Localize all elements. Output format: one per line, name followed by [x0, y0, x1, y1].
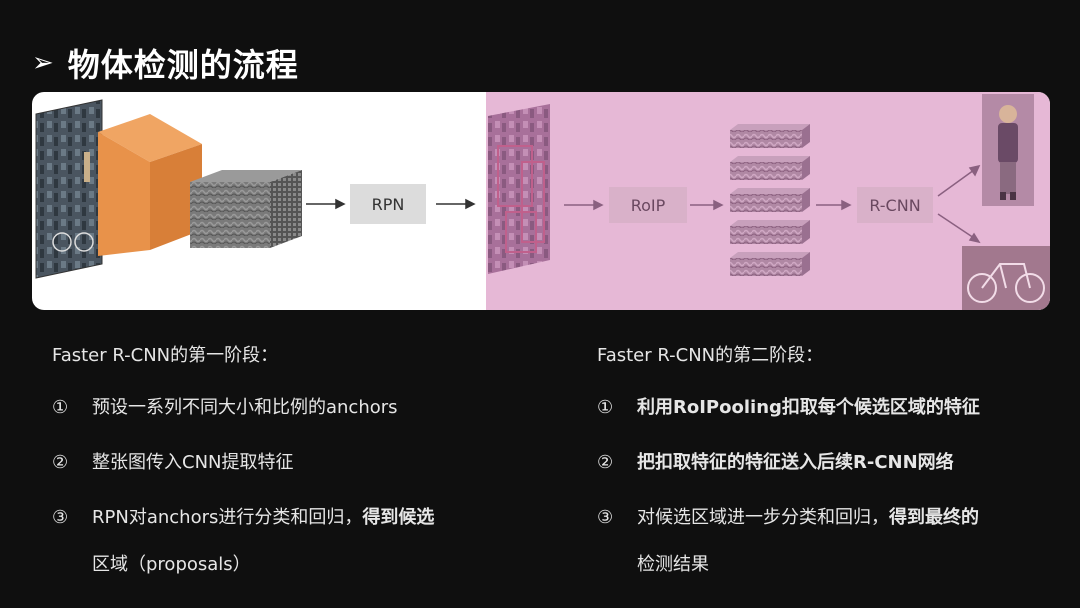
roi-features — [730, 124, 810, 276]
step-text-continued: 区域（proposals） — [92, 554, 251, 575]
step-text-plain: RPN对anchors进行分类和回归， — [92, 507, 363, 528]
step-number: ③ — [52, 507, 69, 528]
step-number: ② — [52, 452, 69, 473]
arrow-to-roip — [564, 199, 604, 211]
arrow-to-rois — [690, 199, 724, 211]
step-text: 利用RoIPooling扣取每个候选区域的特征 — [637, 397, 980, 418]
step-number: ② — [597, 452, 614, 473]
arrow-from-rpn — [436, 198, 476, 210]
step-text: 把扣取特征的特征送入后续R-CNN网络 — [637, 452, 954, 473]
stage2-heading: Faster R-CNN的第二阶段： — [597, 345, 824, 366]
step-text: 预设一系列不同大小和比例的anchors — [92, 397, 398, 418]
slide-title: ➢ 物体检测的流程 — [32, 40, 299, 86]
stage2-step-3-continued: 检测结果 — [597, 541, 1077, 589]
stage2-column: Faster R-CNN的第二阶段： ① 利用RoIPooling扣取每个候选区… — [597, 332, 1077, 589]
step-text-continued: 检测结果 — [637, 554, 709, 575]
stage1-step-3: ③ RPN对anchors进行分类和回归，得到候选 — [52, 490, 532, 545]
diagram-graphics — [35, 94, 1050, 310]
detected-bicycle-image — [962, 246, 1050, 310]
cnn-cube — [98, 114, 202, 256]
stage1-step-3-continued: 区域（proposals） — [52, 541, 532, 589]
roip-box: RoIP — [609, 187, 687, 223]
arrow-to-bicycle — [937, 213, 981, 244]
detected-person-image — [982, 94, 1034, 206]
step-text: RPN对anchors进行分类和回归，得到候选 — [92, 490, 532, 545]
step-number: ③ — [597, 507, 614, 528]
image-with-proposals — [488, 104, 550, 274]
arrow-to-rcnn — [816, 199, 852, 211]
arrow-to-rpn — [306, 198, 346, 210]
pipeline-diagram: RPN RoIP R-CNN — [32, 92, 1050, 310]
step-text-plain: 对候选区域进一步分类和回归， — [637, 507, 889, 528]
arrow-bullet-icon: ➢ — [32, 48, 54, 78]
stage2-step-3: ③ 对候选区域进一步分类和回归，得到最终的 — [597, 490, 1077, 545]
input-image — [35, 99, 103, 279]
step-text-bold: 得到最终的 — [889, 507, 979, 528]
stage1-heading: Faster R-CNN的第一阶段： — [52, 345, 279, 366]
stage1-step-2: ② 整张图传入CNN提取特征 — [52, 435, 532, 490]
step-text-bold: 得到候选 — [362, 507, 435, 528]
rpn-box: RPN — [350, 184, 426, 224]
rcnn-box: R-CNN — [857, 187, 933, 223]
arrow-to-person — [937, 164, 981, 197]
stage2-step-1: ① 利用RoIPooling扣取每个候选区域的特征 — [597, 380, 1077, 435]
step-number: ① — [52, 397, 69, 418]
feature-map — [190, 170, 302, 248]
step-number: ① — [597, 397, 614, 418]
stage1-step-1: ① 预设一系列不同大小和比例的anchors — [52, 380, 532, 435]
page-title: 物体检测的流程 — [67, 46, 299, 84]
step-text: 整张图传入CNN提取特征 — [92, 452, 294, 473]
stage1-column: Faster R-CNN的第一阶段： ① 预设一系列不同大小和比例的anchor… — [52, 332, 532, 589]
step-text: 对候选区域进一步分类和回归，得到最终的 — [637, 490, 1077, 545]
stage2-step-2: ② 把扣取特征的特征送入后续R-CNN网络 — [597, 435, 1077, 490]
